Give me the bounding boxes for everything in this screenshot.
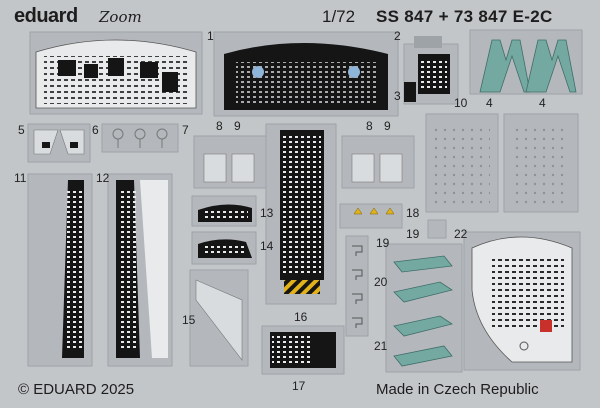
- part-22-curved-panel: [463, 231, 581, 371]
- part-20-21-buckles: [385, 243, 463, 373]
- part-14: [191, 231, 257, 265]
- part-number-14: 14: [260, 239, 274, 253]
- part-number-2: 2: [394, 29, 401, 43]
- part-number-3: 3: [394, 89, 401, 103]
- part-17: [261, 325, 345, 375]
- part-number-16: 16: [294, 310, 308, 324]
- part-1-right-instrument-panel: [213, 31, 399, 117]
- part-number-22: 22: [454, 227, 468, 241]
- part-number-13: 13: [260, 206, 274, 220]
- part-10-floor-plates: [425, 113, 579, 213]
- part-8-9-right: [341, 135, 415, 189]
- part-19: [345, 219, 447, 337]
- part-11-side-console: [27, 173, 93, 367]
- part-number-18: 18: [406, 206, 420, 220]
- part-number-21: 21: [374, 339, 388, 353]
- part-number-19a: 19: [376, 236, 390, 250]
- part-2-3-panel: [403, 36, 459, 105]
- part-7: [101, 123, 179, 153]
- part-number-9b: 9: [384, 119, 391, 133]
- part-number-8a: 8: [216, 119, 223, 133]
- part-number-20: 20: [374, 275, 388, 289]
- part-number-4a: 4: [486, 96, 493, 110]
- scale-label: 1/72: [322, 7, 356, 26]
- part-1-left-instrument-panel: [29, 31, 203, 115]
- part-number-5: 5: [18, 123, 25, 137]
- part-number-4b: 4: [539, 96, 546, 110]
- zoom-logo: Zoom: [99, 8, 142, 26]
- part-number-19b: 19: [406, 227, 420, 241]
- part-8-9-left: [193, 135, 267, 189]
- part-5-6: [27, 123, 91, 163]
- brand-logo: eduard: [14, 5, 78, 27]
- part-number-17: 17: [292, 379, 306, 393]
- part-4-belts: [469, 29, 583, 95]
- part-18-handles: [339, 203, 403, 229]
- part-16-center-console: [265, 123, 337, 305]
- part-number-15: 15: [182, 313, 196, 327]
- part-number-10: 10: [454, 96, 468, 110]
- part-13: [191, 195, 257, 227]
- part-number-11: 11: [14, 171, 27, 185]
- part-15: [189, 269, 249, 367]
- part-number-12: 12: [96, 171, 110, 185]
- copyright-text: © EDUARD 2025: [18, 381, 135, 398]
- part-number-1: 1: [207, 29, 214, 43]
- part-12-side-console: [107, 173, 173, 367]
- part-number-7: 7: [182, 123, 189, 137]
- origin-text: Made in Czech Republic: [376, 381, 539, 398]
- part-number-8b: 8: [366, 119, 373, 133]
- part-number-6: 6: [92, 123, 99, 137]
- product-code: SS 847 + 73 847 E-2C: [376, 7, 553, 26]
- part-number-9a: 9: [234, 119, 241, 133]
